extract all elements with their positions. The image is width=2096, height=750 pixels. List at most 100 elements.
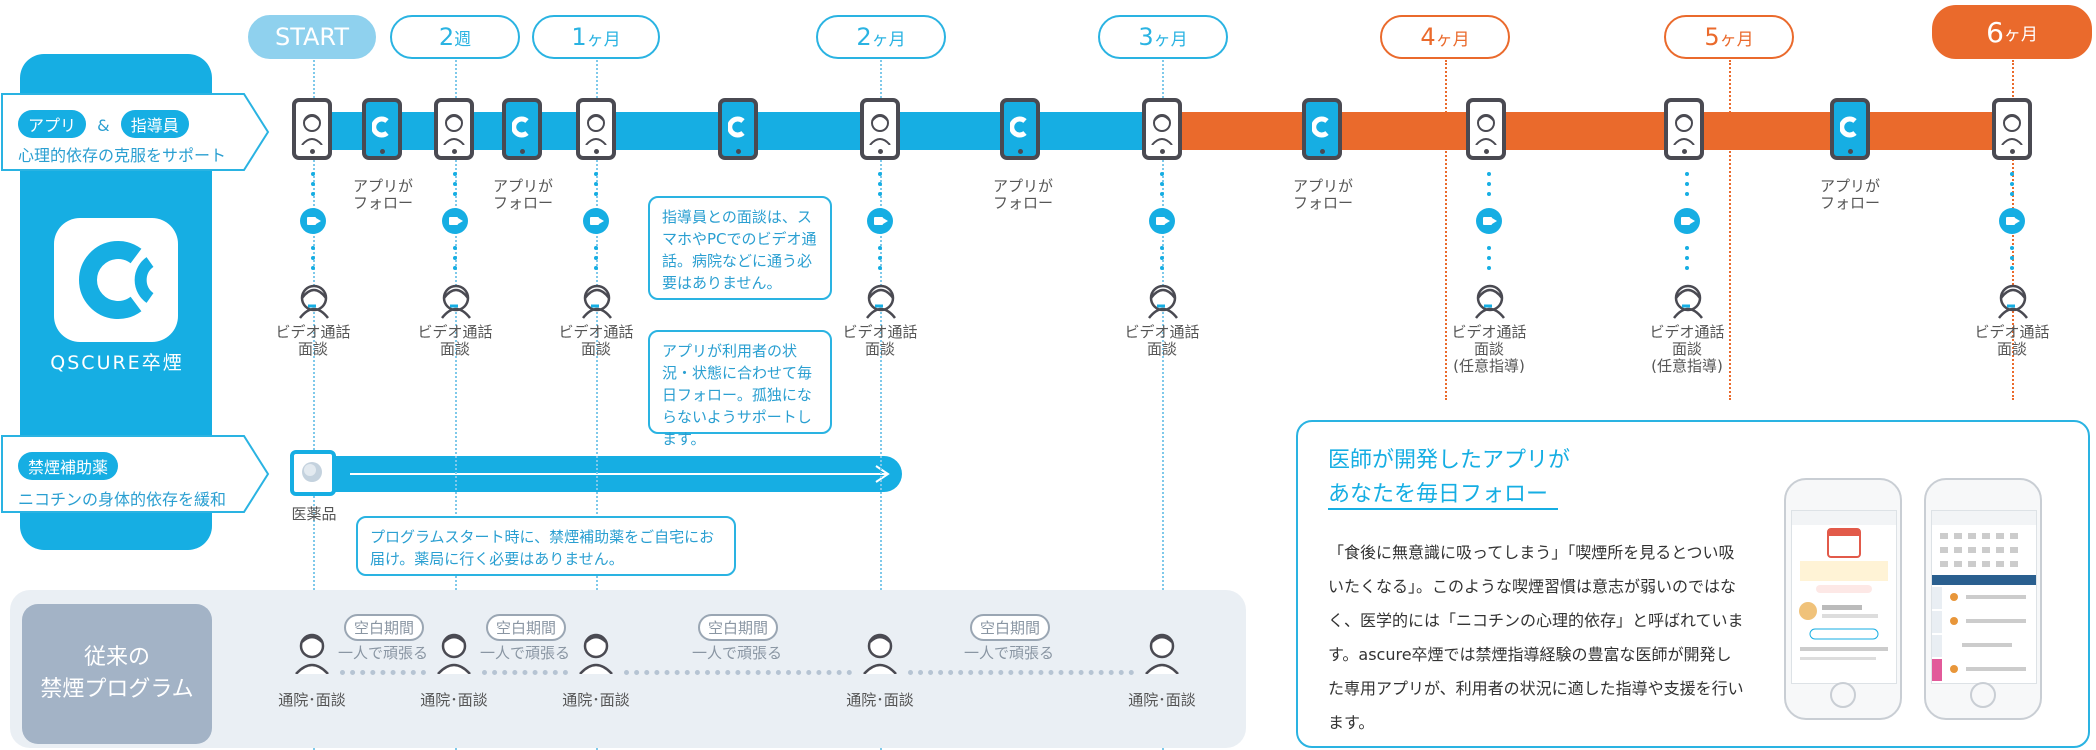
connector-dots [1487,246,1491,276]
blank-period-dots [624,670,852,675]
medicine-label: 医薬品 [291,505,337,523]
home-button-icon [1970,682,1996,708]
video-call-label: ビデオ通話面談 [835,324,925,358]
connector-dots [2010,246,2014,276]
video-call-line2: 面談 [1671,340,1702,358]
connector-dots [594,246,598,276]
instructor-headset-icon [582,284,612,319]
medicine-box-header: 禁煙補助薬 [18,452,119,480]
patient-icon [295,633,329,674]
instructor-headset-icon [441,284,471,319]
medicine-pill: 禁煙補助薬 [18,452,119,480]
video-camera-icon [1476,208,1502,234]
instructor-headset-icon [866,284,896,319]
optional-label: (任意指導) [1651,357,1723,375]
support-box-header: アプリ & 指導員 [18,110,189,138]
info-title-underline [1328,508,1558,510]
video-call-line1: ビデオ通話 [275,323,351,341]
guide-line-2w [455,60,457,750]
guide-line-2m [880,60,882,750]
info-title-line1: 医師が開発したアプリが [1328,448,1571,473]
brand-name-text: QSCURE [50,352,142,374]
app-follow-label: アプリがフォロー [1288,178,1358,212]
visit-label: 通院･面談 [278,691,346,709]
app-follow-note-text: アプリが利用者の状況・状態に合わせて毎日フォロー。孤独にならないようサポートしま… [662,342,813,448]
video-call-line1: ビデオ通話 [842,323,918,341]
instructor-phone-icon [292,98,332,160]
alone-label: 一人で頑張る [964,644,1055,662]
milestone-unit: 週 [454,29,472,50]
milestone-unit: ヶ月 [1719,29,1754,50]
connector-dots [878,172,882,202]
connector-dots [311,172,315,202]
video-call-line1: ビデオ通話 [558,323,634,341]
blank-period-pill: 空白期間 [970,614,1051,641]
milestone-number: 2 [856,23,872,51]
video-call-label: ビデオ通話面談 [1967,324,2057,358]
medicine-note-callout: プログラムスタート時に、禁煙補助薬をご自宅にお届け。薬局に行く必要はありません。 [356,516,736,576]
connector-dots [453,246,457,276]
video-call-line1: ビデオ通話 [1649,323,1725,341]
info-title: 医師が開発したアプリが あなたを毎日フォロー [1328,444,1570,512]
milestone-number: 2 [438,23,455,51]
app-follow-line1: アプリが [352,177,413,195]
connector-dots [1685,172,1689,202]
optional-label: (任意指導) [1453,357,1525,375]
support-box-subtitle: 心理的依存の克服をサポート [18,146,227,165]
video-call-label: ビデオ通話面談 [410,324,500,358]
video-call-line1: ビデオ通話 [1451,323,1527,341]
instructor-headset-icon [299,284,329,319]
blank-period-dots [482,670,568,675]
conventional-program-label: 従来の禁煙プログラム [22,604,212,744]
app-screenshot-phone-home [1784,478,1902,720]
ampersand: & [97,116,110,135]
app-phone-icon [1302,98,1342,160]
blank-period-dots [340,670,426,675]
video-call-label: ビデオ通話面談 [1117,324,1207,358]
app-phone-icon [1000,98,1040,160]
video-call-line2: 面談 [1146,340,1177,358]
milestone-unit: ヶ月 [1153,29,1188,50]
patient-icon [579,633,613,674]
video-call-note-callout: 指導員との面談は、スマホやPCでのビデオ通話。病院などに通う必要はありません。 [648,196,832,300]
video-camera-icon [442,208,468,234]
video-call-label: ビデオ通話面談 [551,324,641,358]
video-call-line2: 面談 [1996,340,2027,358]
video-call-label: ビデオ通話面談 [268,324,358,358]
visit-label: 通院･面談 [420,691,488,709]
instructor-headset-icon [1148,284,1178,319]
app-follow-line2: フォロー [1819,194,1880,212]
instructor-headset-icon [1998,284,2028,319]
app-phone-icon [502,98,542,160]
instructor-phone-icon [860,98,900,160]
connector-dots [1487,172,1491,202]
video-camera-icon [1149,208,1175,234]
video-call-label-optional: ビデオ通話面談(任意指導) [1642,324,1732,375]
alone-label: 一人で頑張る [338,644,429,662]
milestone-number: 5 [1704,23,1720,51]
connector-dots [1160,172,1164,202]
app-calendar-screen [1931,510,2037,684]
app-follow-line1: アプリが [1292,177,1353,195]
alone-label: 一人で頑張る [692,644,783,662]
video-camera-icon [1674,208,1700,234]
video-call-line2: 面談 [439,340,470,358]
home-button-icon [1830,682,1856,708]
video-camera-icon [583,208,609,234]
video-call-line2: 面談 [297,340,328,358]
conventional-line2: 禁煙プログラム [40,677,194,702]
instructor-headset-icon [1475,284,1505,319]
instructor-phone-icon [1466,98,1506,160]
connector-dots [2010,172,2014,202]
blank-period-pill: 空白期間 [698,614,779,641]
instructor-headset-icon [1673,284,1703,319]
qscure-logo-icon [79,241,154,319]
app-screenshot-phone-calendar [1924,478,2042,720]
milestone-number: 3 [1138,23,1154,51]
app-follow-line2: フォロー [992,194,1053,212]
